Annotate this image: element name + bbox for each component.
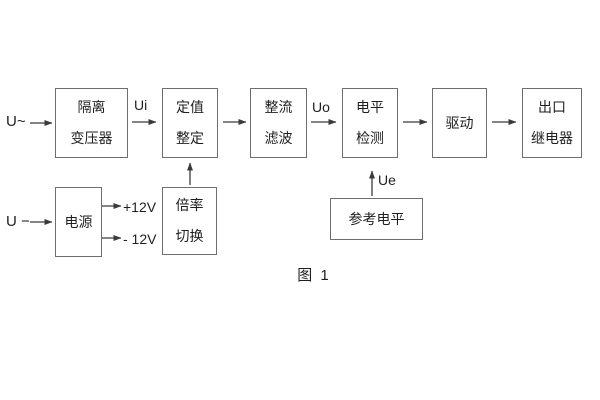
block-level-detection: 电平 检测 — [342, 88, 398, 158]
block-label: 滤波 — [264, 130, 293, 146]
signal-label-minus-12v: - 12V — [123, 231, 157, 247]
figure-caption: 图 1 — [297, 267, 331, 284]
block-reference-level: 参考电平 — [330, 198, 423, 240]
block-label: 继电器 — [531, 130, 573, 146]
signal-label-uo: Uo — [312, 99, 330, 115]
block-label: 整流 — [264, 99, 293, 115]
block-label: 倍率 — [175, 197, 204, 213]
block-label: 定值 — [176, 99, 204, 115]
block-label: 整定 — [176, 130, 204, 146]
block-label: 电源 — [64, 214, 93, 230]
block-value-setting: 定值 整定 — [162, 88, 218, 158]
block-label: 变压器 — [70, 130, 113, 146]
block-label: 电平 — [356, 99, 384, 115]
block-rectifier-filter: 整流 滤波 — [250, 88, 307, 158]
block-label: 检测 — [356, 130, 384, 146]
signal-label-ue: Ue — [378, 172, 396, 188]
block-label: 出口 — [538, 99, 566, 115]
block-label: 驱动 — [445, 115, 474, 131]
block-label: 参考电平 — [348, 211, 405, 227]
block-output-relay: 出口 继电器 — [522, 88, 582, 158]
block-isolation-transformer: 隔离 变压器 — [55, 88, 128, 158]
block-label: 切换 — [175, 228, 204, 244]
signal-label-input-ac: U~ — [6, 113, 26, 130]
block-label: 隔离 — [77, 99, 106, 115]
block-power-supply: 电源 — [55, 187, 102, 257]
signal-label-ui: Ui — [134, 97, 148, 113]
block-drive: 驱动 — [432, 88, 487, 158]
signal-label-input-dc: U − — [6, 213, 30, 230]
block-ratio-switching: 倍率 切换 — [162, 187, 217, 255]
signal-label-plus-12v: +12V — [123, 199, 157, 215]
